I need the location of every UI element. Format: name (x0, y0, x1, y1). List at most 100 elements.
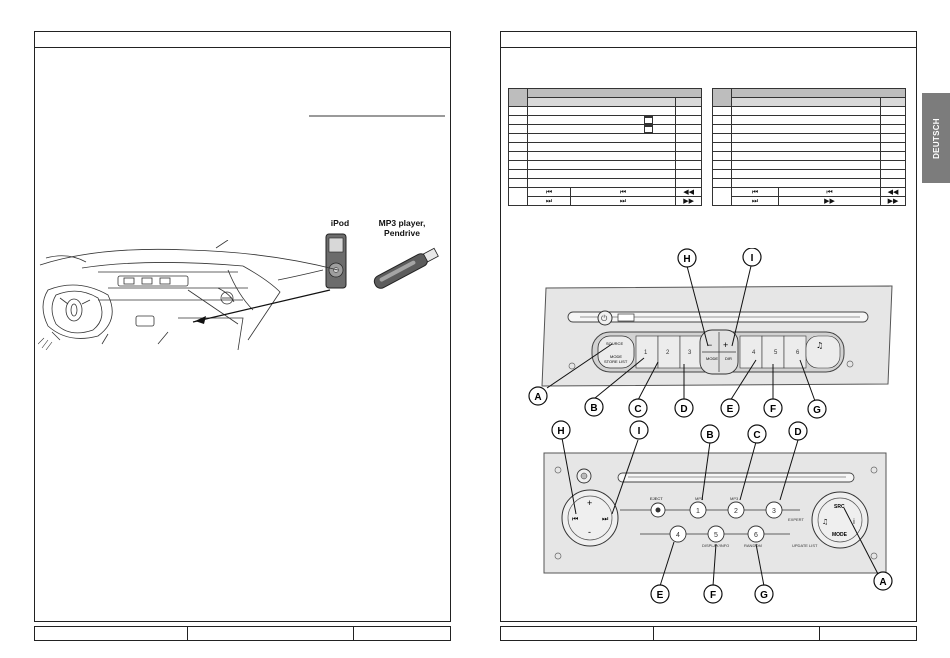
dashboard-illustration (38, 240, 338, 350)
ffwd-icon: ▶▶ (778, 196, 881, 206)
callout-a: A (873, 571, 893, 591)
preset-6-button[interactable] (783, 335, 807, 369)
svg-text:SRC: SRC (834, 504, 845, 510)
callout-d: D (788, 421, 808, 441)
svg-text:1: 1 (696, 508, 700, 515)
svg-text:MODE: MODE (832, 532, 848, 538)
preset-5-button[interactable] (707, 525, 725, 543)
ipod-pendrive-illustration (325, 233, 439, 289)
source-mode-dial[interactable] (811, 491, 869, 549)
svg-text:+: + (723, 340, 728, 350)
svg-text:D: D (680, 404, 687, 415)
skip-back-icon: ⏮ (527, 187, 571, 197)
svg-text:E: E (657, 590, 664, 601)
ffwd-icon: ▶▶ (879, 196, 907, 206)
right-page-footer (500, 626, 917, 641)
mp3-player-label: MP3 player, Pendrive (378, 218, 426, 238)
callout-c: C (628, 398, 648, 418)
svg-text:I: I (638, 426, 641, 437)
callout-b: B (700, 424, 720, 444)
svg-text:DIR: DIR (725, 356, 732, 361)
folder-icon (644, 125, 654, 133)
callout-e: E (650, 584, 670, 604)
svg-text:-: - (588, 527, 591, 537)
callout-a: A (528, 386, 548, 406)
next-icon: ⏭ (569, 196, 677, 206)
svg-text:5: 5 (774, 350, 778, 356)
skip-back-icon: ⏮ (731, 187, 779, 197)
svg-text:B: B (590, 403, 597, 414)
left-page (34, 31, 451, 622)
svg-text:F: F (710, 590, 716, 601)
radio-unit-2: + - ⏮ ⏭ EJECT 1 MP3 2 MP3 3 EXPERT 4 5 D… (543, 420, 893, 604)
skip-fwd-icon: ⏭ (527, 196, 571, 206)
callout-e: E (720, 398, 740, 418)
callout-c: C (747, 424, 767, 444)
svg-text:MODE: MODE (610, 354, 622, 359)
svg-text:H: H (557, 426, 564, 437)
svg-text:5: 5 (714, 532, 718, 539)
svg-text:UPDATE LIST: UPDATE LIST (792, 543, 818, 548)
music-note-icon: ♫ (816, 341, 823, 350)
svg-text:STORE LIST: STORE LIST (604, 359, 628, 364)
skip-fwd-icon: ⏭ (602, 515, 609, 523)
callout-h: H (677, 248, 697, 268)
preset-6-button[interactable] (747, 525, 765, 543)
prev-icon: ⏮ (569, 187, 677, 197)
svg-text:2: 2 (666, 350, 670, 356)
svg-text:B: B (706, 430, 713, 441)
rewind-icon: ◀◀ (675, 187, 702, 197)
prev-icon: ⏮ (778, 187, 881, 197)
svg-text:6: 6 (796, 350, 800, 356)
callout-b: B (584, 397, 604, 417)
svg-text:F: F (770, 404, 776, 415)
preset-4-button[interactable] (669, 525, 687, 543)
svg-text:EXPERT: EXPERT (788, 517, 804, 522)
preset-5-button[interactable] (761, 335, 785, 369)
audio-settings-button[interactable] (805, 335, 841, 369)
svg-text:3: 3 (772, 508, 776, 515)
preset-1-button[interactable] (689, 501, 707, 519)
folder-icon (644, 116, 654, 124)
svg-text:MODE: MODE (706, 356, 718, 361)
pendrive-icon (373, 247, 439, 289)
svg-text:+: + (587, 498, 592, 508)
ffwd-icon: ▶▶ (675, 196, 702, 206)
svg-text:⏻: ⏻ (601, 314, 608, 323)
callout-f: F (763, 398, 783, 418)
source-mode-button[interactable] (597, 335, 635, 369)
power-button[interactable] (597, 310, 613, 326)
language-tab: DEUTSCH (922, 93, 950, 183)
svg-text:1: 1 (644, 350, 648, 356)
svg-text:MP3: MP3 (730, 496, 739, 501)
preset-3-button[interactable] (765, 501, 783, 519)
music-note-icon: ♫ (822, 518, 828, 526)
info-icon: i (853, 518, 855, 526)
section-rule (309, 115, 445, 117)
svg-text:2: 2 (734, 508, 738, 515)
callout-f: F (703, 584, 723, 604)
svg-text:A: A (879, 577, 886, 588)
volume-dial[interactable] (561, 489, 619, 547)
control-table-left: ⏮⏮◀◀ ⏭⏭▶▶ (508, 88, 702, 206)
callout-i: I (742, 248, 762, 267)
right-page-header (501, 32, 916, 48)
svg-text:EJECT: EJECT (650, 496, 663, 501)
left-page-header (35, 32, 450, 48)
svg-text:I: I (751, 253, 754, 264)
svg-text:C: C (753, 430, 760, 441)
callout-h: H (551, 420, 571, 440)
language-tab-label: DEUTSCH (931, 117, 941, 159)
svg-text:MP3: MP3 (695, 496, 704, 501)
svg-text:RANDOM: RANDOM (744, 543, 762, 548)
eject-button[interactable] (617, 313, 635, 322)
ipod-icon (325, 233, 347, 289)
ipod-label: iPod (330, 218, 350, 228)
skip-fwd-icon: ⏭ (731, 196, 779, 206)
radio-unit-1: ⏻ SOURCE MODE STORE LIST 1 2 3 − + MODE … (528, 248, 893, 419)
preset-4-button[interactable] (739, 335, 763, 369)
svg-text:H: H (683, 254, 690, 265)
svg-text:4: 4 (752, 350, 756, 356)
preset-2-button[interactable] (727, 501, 745, 519)
svg-text:SOURCE: SOURCE (606, 341, 623, 346)
